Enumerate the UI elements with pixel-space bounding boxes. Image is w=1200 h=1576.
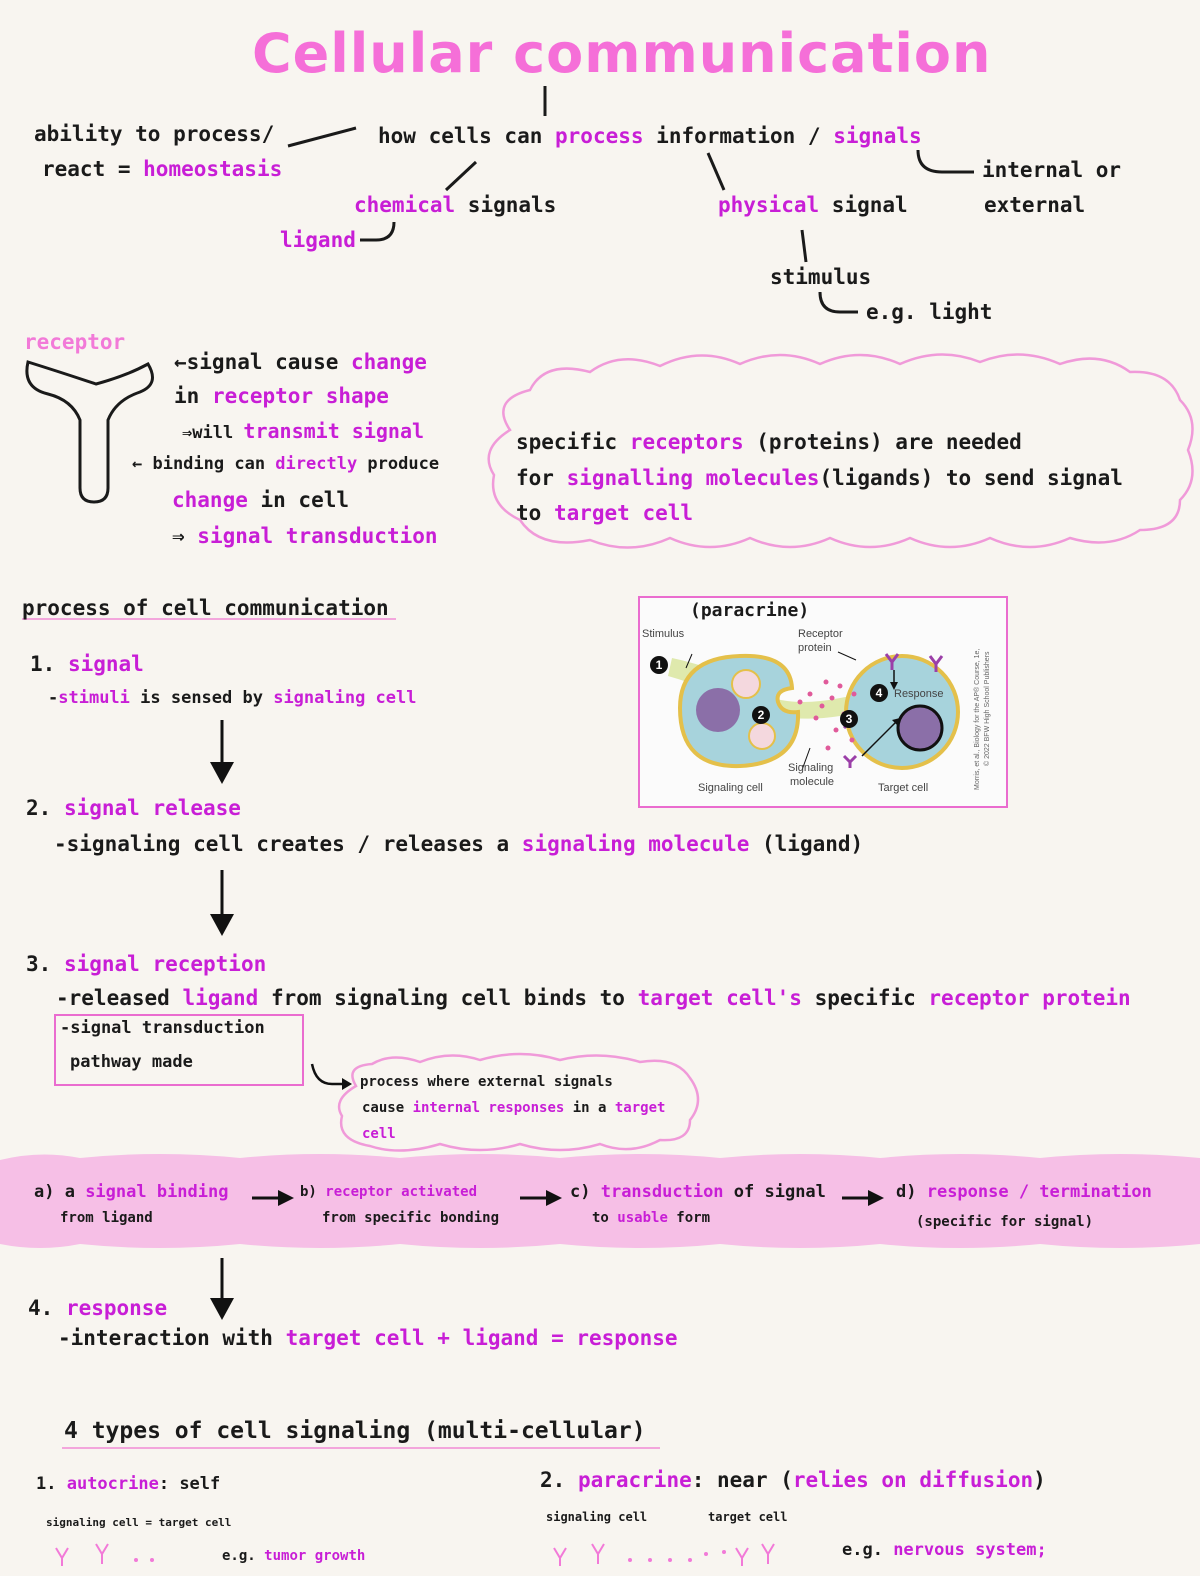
step-marker-4: 4 <box>870 684 888 702</box>
figure-label-protein: protein <box>798 642 832 654</box>
figure-title: (paracrine) <box>690 600 810 621</box>
central-concept: how cells can process information / sign… <box>378 124 922 148</box>
figure-label-signaling: Signaling <box>788 762 834 774</box>
step-marker-1: 1 <box>650 656 668 674</box>
connector-line <box>800 229 808 263</box>
transduction-box: -signal transduction pathway made <box>54 1014 304 1086</box>
receptor-drawing <box>25 360 154 504</box>
figure-label-signaling-cell: Signaling cell <box>698 782 763 794</box>
highlight-band <box>0 1154 1200 1248</box>
pathway-step-b: b) receptor activated <box>300 1184 478 1200</box>
receptor-note: ←signal cause change <box>174 350 427 374</box>
stimulus-text: stimulus <box>770 265 872 289</box>
cloud-outline <box>337 1052 700 1152</box>
chemical-signals: chemical signals <box>354 193 557 217</box>
internal-text: internal or <box>982 158 1122 182</box>
step-4-text: -interaction with target cell + ligand =… <box>58 1326 678 1350</box>
transduction-line-1: -signal transduction <box>60 1018 265 1038</box>
cloud-outline <box>487 353 1194 549</box>
example-light: e.g. light <box>866 300 993 324</box>
arrowhead <box>342 1078 352 1090</box>
cloud-text: process where external signals <box>360 1074 613 1090</box>
pathway-step-c-sub: to usable form <box>592 1210 711 1226</box>
step-marker-3: 3 <box>840 710 858 728</box>
transduction-line-2: pathway made <box>70 1052 193 1072</box>
pathway-step-a-sub: from ligand <box>60 1210 153 1226</box>
step-marker-2: 2 <box>752 706 770 724</box>
receptor-note: ⇒ signal transduction <box>172 524 438 548</box>
pathway-step-d-sub: (specific for signal) <box>916 1214 1094 1230</box>
external-text: external <box>984 193 1086 217</box>
ligand-term: ligand <box>280 228 356 252</box>
right-arrow-icon <box>252 1190 294 1206</box>
type-2-sub-target: target cell <box>708 1510 788 1524</box>
homeostasis-term: homeostasis <box>143 157 283 181</box>
receptor-note: ← binding can directly produce <box>132 454 440 474</box>
types-heading: 4 types of cell signaling (multi-cellula… <box>64 1418 646 1444</box>
hook-arrow-icon <box>310 1063 346 1086</box>
type-2-example: e.g. nervous system; <box>842 1540 1047 1560</box>
right-arrow-icon <box>842 1190 884 1206</box>
paracrine-figure: (paracrine) Stimulus Receptor protein Re… <box>638 596 1008 808</box>
figure-label-receptor: Receptor <box>798 628 843 640</box>
figure-label-response: Response <box>894 688 944 700</box>
figure-label-molecule: molecule <box>790 776 835 788</box>
figure-copyright: © 2022 BFW High School Publishers <box>984 651 991 767</box>
ability-text: ability to process/ <box>34 122 275 146</box>
step-1-text: -stimuli is sensed by signaling cell <box>48 688 417 708</box>
step-1-title: 1. signal <box>30 652 144 676</box>
process-heading: process of cell communication <box>22 596 389 620</box>
react-text: react = homeostasis <box>42 157 283 181</box>
cloud-text: specific receptors (proteins) are needed <box>516 430 1022 454</box>
receptor-label: receptor <box>24 330 126 354</box>
pathway-step-b-sub: from specific bonding <box>322 1210 500 1226</box>
page-title: Cellular communication <box>252 22 992 85</box>
receptor-note: in receptor shape <box>174 384 389 408</box>
cloud-text: cause internal responses in a target <box>362 1100 666 1116</box>
type-2-sub-signaling: signaling cell <box>546 1510 648 1524</box>
connector-line <box>706 152 726 191</box>
step-4-title: 4. response <box>28 1296 168 1320</box>
pathway-step-d: d) response / termination <box>896 1182 1152 1202</box>
figure-label-stimulus: Stimulus <box>642 628 685 640</box>
step-2-title: 2. signal release <box>26 796 241 820</box>
pathway-step-c: c) transduction of signal <box>570 1182 826 1202</box>
right-arrow-icon <box>520 1190 562 1206</box>
type-1-sub: signaling cell = target cell <box>46 1516 232 1529</box>
down-arrow-icon <box>210 1258 234 1320</box>
connector-line <box>287 126 357 148</box>
physical-signal: physical signal <box>718 193 908 217</box>
type-1: 1. autocrine: self <box>36 1474 221 1494</box>
pathway-step-a: a) a signal binding <box>34 1182 229 1202</box>
ligand-dots <box>134 1550 726 1562</box>
figure-label-target-cell: Target cell <box>878 782 929 794</box>
cloud-text: to target cell <box>516 501 694 525</box>
connector-line <box>916 149 974 174</box>
step-3-text: -released ligand from signaling cell bin… <box>56 986 1131 1010</box>
step-3-title: 3. signal reception <box>26 952 267 976</box>
type-1-example: e.g. tumor growth <box>222 1548 366 1564</box>
down-arrow-icon <box>210 720 234 784</box>
down-arrow-icon <box>210 870 234 936</box>
cloud-text: cell <box>362 1126 396 1142</box>
connector-line <box>444 160 478 192</box>
type-2: 2. paracrine: near (relies on diffusion) <box>540 1468 1046 1492</box>
receptor-note: ⇒will transmit signal <box>182 419 425 443</box>
receptor-doodle-icon <box>55 1543 775 1566</box>
connector-line <box>818 291 858 314</box>
receptor-note: change in cell <box>172 488 350 512</box>
step-2-text: -signaling cell creates / releases a sig… <box>54 832 864 856</box>
connector-line <box>360 221 396 242</box>
figure-caption: Morris, et al., Biology for the AP® Cour… <box>974 648 981 790</box>
cloud-text: for signalling molecules(ligands) to sen… <box>516 466 1123 490</box>
